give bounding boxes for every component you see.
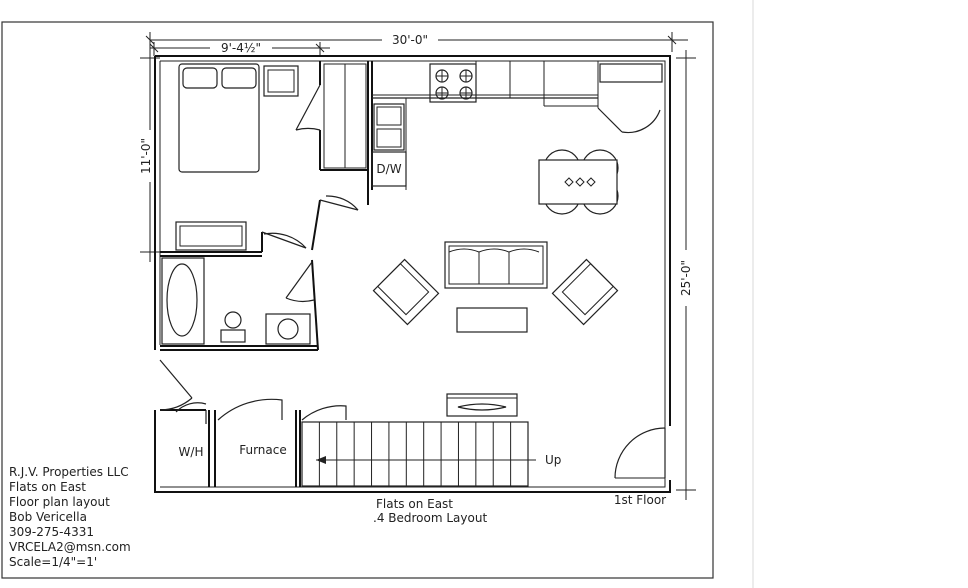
armchair-left [372,258,440,326]
armchair-right [551,258,619,326]
description: Floor plan layout [9,495,110,509]
title-block: R.J.V. Properties LLC Flats on East Floo… [9,465,131,569]
company-name: R.J.V. Properties LLC [9,465,129,479]
dimension-left-bedroom: 11'-0" [139,40,160,262]
stairs-up-label: Up [545,453,561,467]
stove-top [429,63,477,103]
bed [178,63,260,173]
overall-width-dimension: 30'-0" [392,33,428,47]
bathroom-sink [265,313,311,345]
bedroom-closet [323,63,367,169]
overall-depth-dimension: 25'-0" [679,260,693,296]
doors [159,84,666,479]
drawing-title: Flats on East [376,497,453,511]
sheet-border [1,21,714,579]
dimension-top-overall: 30'-0" [145,32,688,52]
refrigerator [599,63,663,83]
bathtub [161,257,205,345]
phone-number: 309-275-4331 [9,525,94,539]
drawing-subtitle: .4 Bedroom Layout [373,511,487,525]
bedroom-width-dimension: 9'-4½" [221,41,261,55]
project-name: Flats on East [9,480,86,494]
furnace-label: Furnace [239,443,287,457]
staircase: Up [301,421,561,487]
kitchen-counter [372,61,598,190]
sofa [444,241,548,289]
tv-console [446,393,518,417]
contact-name: Bob Vericella [9,510,87,524]
kitchen-sink [373,103,405,151]
email-address: VRCELA2@msn.com [9,540,131,554]
dimension-top-bedroom: 9'-4½" [149,41,330,56]
toilet [220,311,246,343]
dimension-right-overall: 25'-0" [676,50,696,500]
dishwasher-label: D/W [376,162,401,176]
bedroom-depth-dimension: 11'-0" [139,138,153,174]
kitchen-island [538,149,619,215]
drawing-scale: Scale=1/4"=1' [9,555,97,569]
coffee-table [456,307,528,333]
nightstand [263,65,299,97]
water-heater-label: W/H [179,445,204,459]
dresser [175,221,247,251]
floor-label: 1st Floor [614,493,666,507]
dishwasher: D/W [371,151,407,187]
exterior-walls [154,55,671,493]
